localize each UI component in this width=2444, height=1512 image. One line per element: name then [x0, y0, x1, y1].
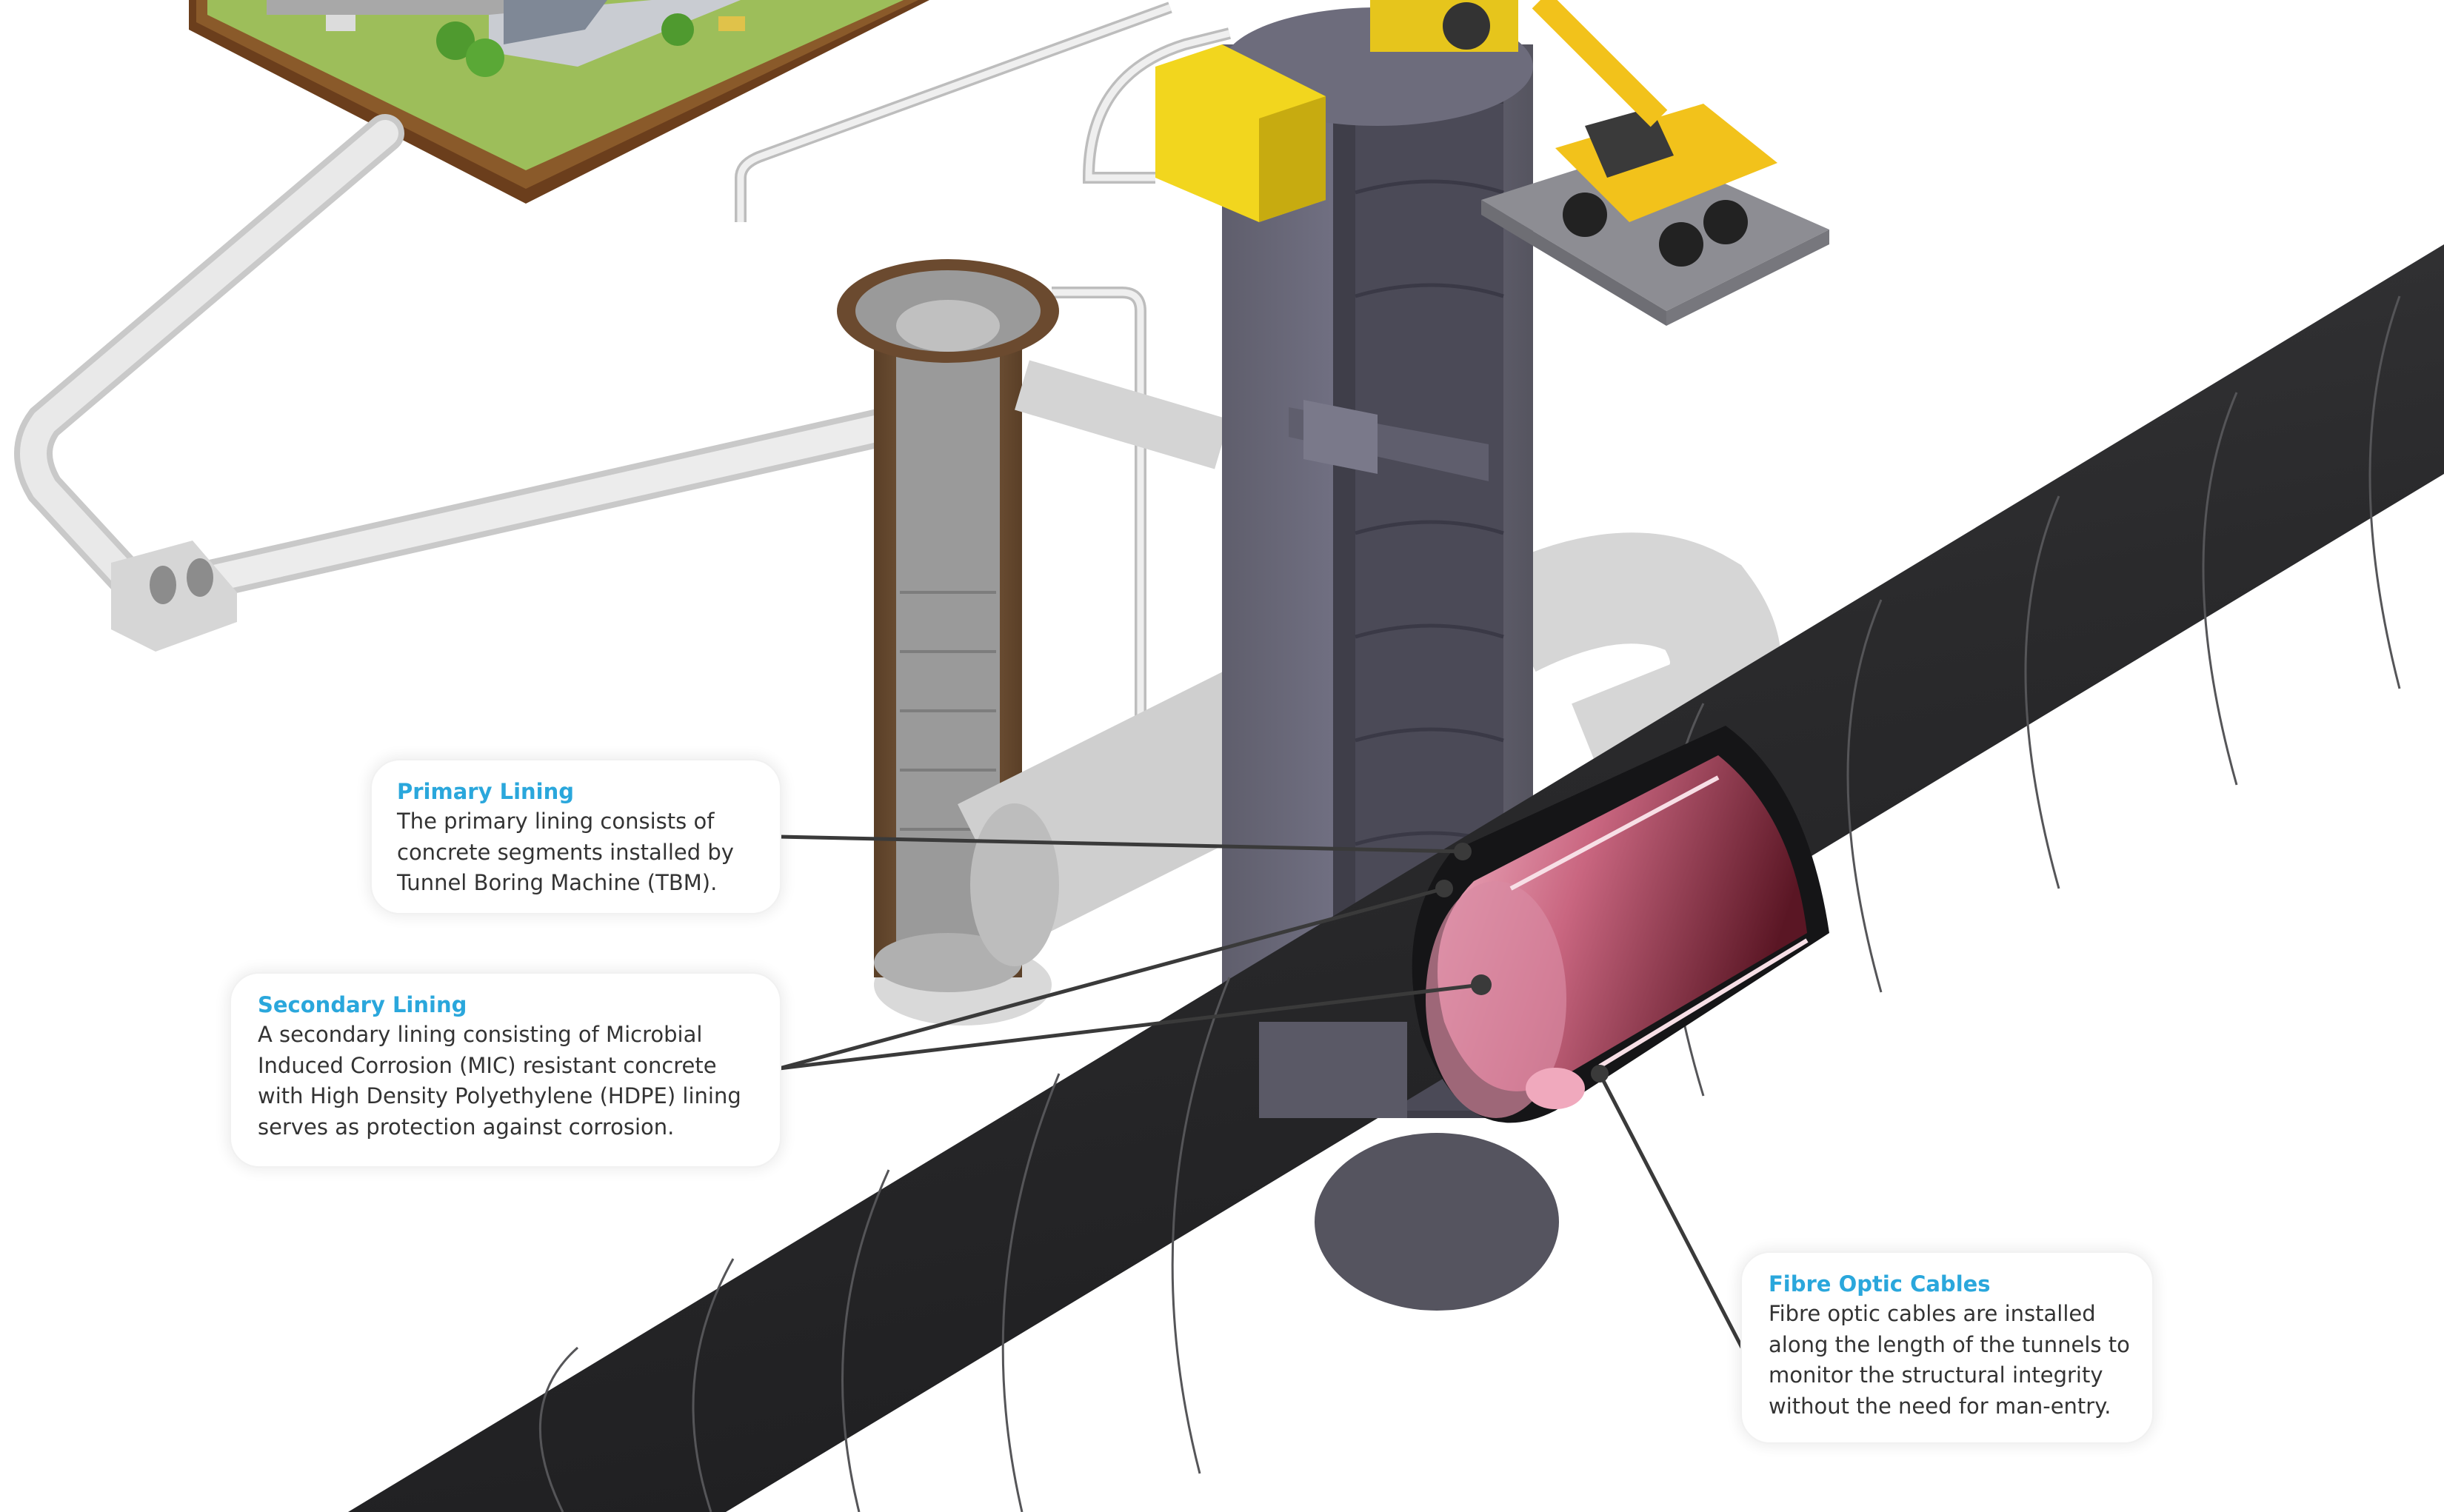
- primary-lining-title: Primary Lining: [397, 779, 574, 804]
- ground-block: [189, 0, 929, 204]
- fibre-leader-line: [1597, 1072, 1744, 1349]
- tunnel: [348, 244, 2444, 1512]
- secondary-lining-callout: Secondary Lining A secondary lining cons…: [230, 972, 781, 1168]
- fibre-anchor-dot: [1591, 1065, 1609, 1083]
- secondary-lining-title: Secondary Lining: [258, 992, 467, 1017]
- primary-leader-line: [778, 834, 1463, 854]
- primary-anchor-dot: [1454, 843, 1472, 860]
- secondary-leader-line-b: [778, 983, 1482, 1071]
- fibre-optic-title: Fibre Optic Cables: [1769, 1271, 1991, 1297]
- secondary-leader-line-a: [778, 886, 1445, 1071]
- primary-lining-description: The primary lining consists of concrete …: [397, 809, 734, 895]
- shaft-base: [1259, 1022, 1407, 1118]
- fibre-optic-callout: Fibre Optic Cables Fibre optic cables ar…: [1740, 1251, 2154, 1444]
- secondary-anchor-dot-a: [1435, 880, 1453, 897]
- drop-shaft: [837, 259, 1229, 1026]
- leader-lines: [778, 834, 1744, 1349]
- primary-lining-callout: Primary Lining The primary lining consis…: [370, 759, 781, 914]
- fibre-optic-description: Fibre optic cables are installed along t…: [1769, 1301, 2130, 1419]
- secondary-lining-description: A secondary lining consisting of Microbi…: [258, 1022, 741, 1140]
- secondary-anchor-dot-b: [1471, 974, 1492, 995]
- anchor-dots: [1435, 843, 1609, 1083]
- shaft-equipment: [1155, 0, 1518, 222]
- surface-pipes: [14, 1, 1231, 755]
- crane: [1481, 0, 1829, 326]
